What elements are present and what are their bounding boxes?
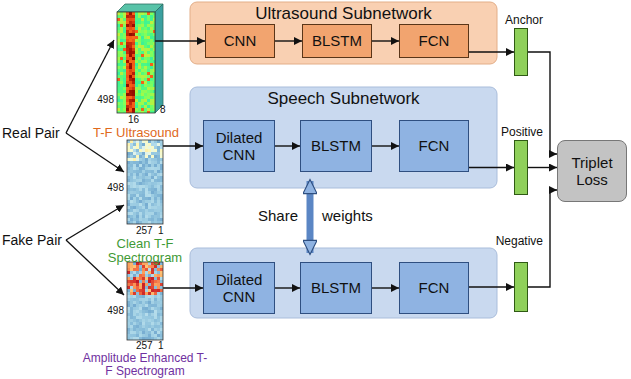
image-caption: Amplitude Enhanced T-F Spectrogram [80, 352, 210, 378]
flow-arrow [275, 40, 302, 41]
share-weights-arrow [307, 181, 314, 253]
panel-title: Ultrasound Subnetwork [190, 2, 497, 24]
dimension-label: 498 [107, 305, 124, 316]
flow-arrow [372, 287, 399, 288]
flow-arrow [163, 145, 203, 146]
process-box: BLSTM [302, 24, 372, 58]
flow-arrow [372, 145, 399, 146]
process-box: FCN [399, 262, 469, 314]
panel-title: Speech Subnetwork [190, 87, 497, 109]
box-label: Dilated CNN [208, 271, 270, 306]
panel-fill [190, 87, 497, 188]
box-label: BLSTM [311, 137, 361, 154]
share-label: weights [322, 208, 373, 225]
dimension-label: 257 [136, 340, 153, 351]
box-label: BLSTM [312, 32, 362, 49]
spectrogram-image: Clean T-F Spectrogram [127, 140, 163, 224]
dimension-label: 16 [128, 114, 139, 125]
flow-arrow [469, 286, 514, 287]
subnetwork-panel: Ultrasound SubnetworkCNN BLSTM FCN [190, 2, 497, 64]
spectrogram-picture [117, 12, 155, 113]
spectrogram-image: T-F Ultrasound [117, 12, 155, 113]
dimension-label: 498 [97, 94, 114, 105]
flow-arrow [469, 167, 514, 168]
cube-faces [117, 4, 163, 113]
box-label: Triplet Loss [562, 154, 622, 189]
share-label: Share [258, 208, 298, 225]
embedding-label: Anchor [505, 13, 543, 27]
process-box: CNN [205, 24, 275, 58]
embedding-bar: Anchor [514, 28, 528, 76]
flow-arrow [528, 167, 557, 168]
image-caption: T-F Ultrasound [81, 126, 191, 140]
dimension-label: 1 [158, 225, 164, 236]
process-box: Dilated CNN [203, 262, 275, 314]
box-label: CNN [224, 32, 257, 49]
dimension-label: 498 [107, 182, 124, 193]
embedding-bar: Negative [514, 262, 528, 312]
process-box: FCN [399, 120, 469, 172]
embedding-label: Negative [496, 234, 543, 248]
image-caption: Clean T-F Spectrogram [99, 237, 191, 266]
flow-arrow [275, 287, 300, 288]
flow-arrow [469, 51, 514, 52]
spectrogram-image: Amplitude Enhanced T-F Spectrogram [127, 262, 163, 340]
dimension-label: 257 [136, 225, 153, 236]
process-box: Dilated CNN [203, 120, 275, 172]
panel-fills [190, 2, 497, 188]
embedding-label: Positive [501, 125, 543, 139]
spectrogram-picture [127, 140, 163, 224]
loss-box: Triplet Loss [557, 140, 627, 202]
flow-arrow [275, 145, 300, 146]
subnetwork-panel: Speech SubnetworkDilated CNN BLSTM FCN [190, 87, 497, 188]
box-label: FCN [419, 279, 450, 296]
dimension-label: 1 [158, 340, 164, 351]
embedding-bar: Positive [514, 140, 528, 195]
speech-subnetwork-copy-panel [190, 248, 497, 318]
panel-fill [190, 2, 497, 64]
process-box: BLSTM [300, 120, 372, 172]
box-label: FCN [419, 32, 450, 49]
process-box: BLSTM [300, 262, 372, 314]
process-box: FCN [399, 24, 469, 58]
spectrogram-picture [127, 262, 163, 340]
dimension-label: 8 [160, 104, 166, 115]
pair-label: Fake Pair [2, 233, 62, 248]
box-label: Dilated CNN [208, 129, 270, 164]
flow-arrow [155, 40, 205, 41]
flow-arrow [163, 287, 203, 288]
flow-arrow [372, 40, 399, 41]
box-label: FCN [419, 137, 450, 154]
box-label: BLSTM [311, 279, 361, 296]
pair-label: Real Pair [2, 126, 60, 141]
